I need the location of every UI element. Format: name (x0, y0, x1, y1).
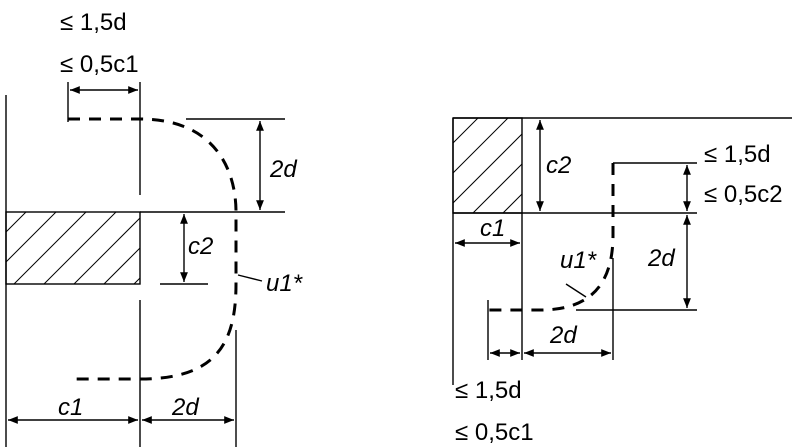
dim-label-c2: c2 (188, 233, 213, 260)
limit-label-bottom: ≤ 0,5c2 (704, 181, 783, 208)
perimeter-label: u1* (266, 270, 303, 297)
dim-label-2d: 2d (647, 245, 675, 272)
control-perimeter-right (488, 163, 615, 312)
limit-label-bottom: ≤ 0,5c1 (60, 51, 139, 78)
left-figure: ≤ 1,5d ≤ 0,5c1 2d c2 u1* c1 2d (5, 9, 303, 447)
limit-label-bottom-2: ≤ 0,5c1 (455, 419, 534, 446)
column-hatch-right (452, 117, 523, 214)
dim-label-c1: c1 (58, 394, 83, 421)
column-hatch-left (5, 211, 141, 285)
leader-line (565, 283, 587, 298)
dim-label-2d: 2d (269, 156, 297, 183)
dim-label-c2: c2 (546, 152, 571, 179)
control-perimeter-left (68, 117, 238, 381)
limit-label-bottom-1: ≤ 1,5d (455, 377, 522, 404)
dim-label-2d: 2d (549, 322, 577, 349)
perimeter-label: u1* (560, 247, 597, 274)
limit-label-top: ≤ 1,5d (704, 141, 771, 168)
leader-line (237, 274, 263, 282)
limit-label-top: ≤ 1,5d (60, 9, 127, 36)
right-figure: c2 ≤ 1,5d ≤ 0,5c2 c1 2d u1* 2d ≤ 1,5d ≤ … (452, 117, 792, 446)
dim-label-2d: 2d (171, 394, 199, 421)
column-left (5, 211, 141, 285)
dim-label-c1: c1 (480, 215, 505, 242)
